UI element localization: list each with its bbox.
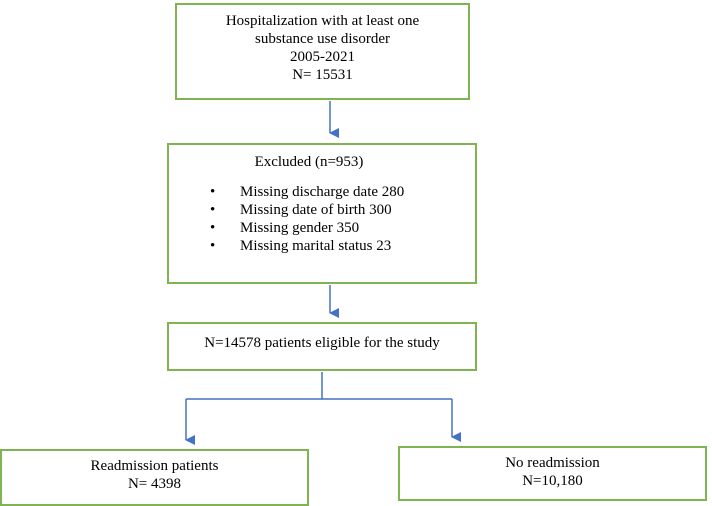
bullet-icon: • xyxy=(210,202,216,218)
excluded-item-label: Missing date of birth 300 xyxy=(240,202,392,218)
excluded-item-label: Missing discharge date 280 xyxy=(240,184,405,200)
hospitalization-line-1: Hospitalization with at least one xyxy=(225,13,420,29)
excluded-list: • Missing discharge date 280 • Missing d… xyxy=(169,183,475,255)
excluded-item: • Missing marital status 23 xyxy=(205,237,475,255)
excluded-item-label: Missing marital status 23 xyxy=(240,238,392,254)
eligible-box: N=14578 patients eligible for the study xyxy=(167,322,477,371)
readmission-box: Readmission patients N= 4398 xyxy=(0,449,309,506)
hospitalization-count: N= 15531 xyxy=(292,67,353,83)
bullet-icon: • xyxy=(210,220,216,236)
excluded-item-label: Missing gender 350 xyxy=(240,220,360,236)
no-readmission-box: No readmission N=10,180 xyxy=(398,446,707,501)
no-readmission-count: N=10,180 xyxy=(522,473,583,489)
excluded-item: • Missing discharge date 280 xyxy=(205,183,475,201)
excluded-item: • Missing gender 350 xyxy=(205,219,475,237)
excluded-box: Excluded (n=953) • Missing discharge dat… xyxy=(167,143,477,284)
excluded-title: Excluded (n=953) xyxy=(254,154,364,170)
bullet-icon: • xyxy=(210,238,216,254)
eligible-label: N=14578 patients eligible for the study xyxy=(204,335,440,351)
hospitalization-years: 2005-2021 xyxy=(290,49,355,65)
bullet-icon: • xyxy=(210,184,216,200)
hospitalization-line-2: substance use disorder xyxy=(255,31,390,47)
readmission-title: Readmission patients xyxy=(90,458,219,474)
readmission-count: N= 4398 xyxy=(127,476,182,492)
excluded-item: • Missing date of birth 300 xyxy=(205,201,475,219)
hospitalization-box: Hospitalization with at least one substa… xyxy=(175,3,470,100)
no-readmission-title: No readmission xyxy=(505,455,600,471)
